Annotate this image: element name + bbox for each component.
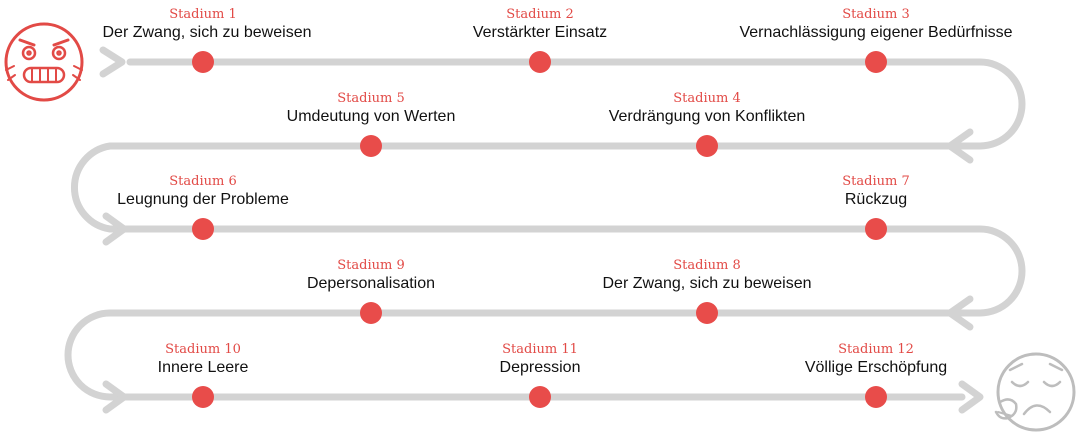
stage-name-4: Verdrängung von Konflikten xyxy=(608,108,806,125)
stage-dot-4 xyxy=(696,135,718,157)
stage-label-8: Stadium 8 xyxy=(673,258,741,273)
arrow-chevron-row2 xyxy=(946,128,974,164)
stage-dot-3 xyxy=(865,51,887,73)
stage-dot-1 xyxy=(192,51,214,73)
stage-name-11: Depression xyxy=(499,359,581,376)
stage-dot-8 xyxy=(696,302,718,324)
stage-dot-10 xyxy=(192,386,214,408)
arrow-chevron-row4 xyxy=(946,295,974,331)
stage-name-12: Völlige Erschöpfung xyxy=(804,359,948,376)
stage-label-1: Stadium 1 xyxy=(169,7,237,22)
stage-label-12: Stadium 12 xyxy=(838,342,914,357)
stage-label-6: Stadium 6 xyxy=(169,174,237,189)
stage-name-2: Verstärkter Einsatz xyxy=(472,24,608,41)
stage-label-11: Stadium 11 xyxy=(502,342,578,357)
stage-label-4: Stadium 4 xyxy=(673,91,741,106)
stage-label-9: Stadium 9 xyxy=(337,258,405,273)
stage-label-7: Stadium 7 xyxy=(842,174,910,189)
stage-name-8: Der Zwang, sich zu beweisen xyxy=(602,275,812,292)
stage-dot-12 xyxy=(865,386,887,408)
stage-label-3: Stadium 3 xyxy=(842,7,910,22)
stage-name-7: Rückzug xyxy=(844,191,908,208)
stage-label-5: Stadium 5 xyxy=(337,91,405,106)
stage-dot-5 xyxy=(360,135,382,157)
arrow-chevron-row3 xyxy=(102,212,128,246)
exhausted-face-icon xyxy=(994,352,1076,432)
stressed-face-icon xyxy=(4,22,84,102)
stage-dot-6 xyxy=(192,218,214,240)
stage-dot-11 xyxy=(529,386,551,408)
stage-name-9: Depersonalisation xyxy=(306,275,436,292)
arrow-chevron-start xyxy=(99,46,126,78)
stage-name-1: Der Zwang, sich zu beweisen xyxy=(102,24,312,41)
stage-name-6: Leugnung der Probleme xyxy=(117,191,289,208)
stage-name-5: Umdeutung von Werten xyxy=(286,108,456,125)
arrow-chevron-row5 xyxy=(102,380,128,414)
stage-dot-7 xyxy=(865,218,887,240)
stage-dots xyxy=(192,51,887,408)
stage-label-10: Stadium 10 xyxy=(165,342,241,357)
stage-name-3: Vernachlässigung eigener Bedürfnisse xyxy=(739,24,1013,41)
stage-name-10: Innere Leere xyxy=(157,359,249,376)
arrow-head-end xyxy=(958,380,984,414)
stage-dot-2 xyxy=(529,51,551,73)
track-path xyxy=(64,58,1026,401)
stage-label-2: Stadium 2 xyxy=(506,7,574,22)
stage-dot-9 xyxy=(360,302,382,324)
